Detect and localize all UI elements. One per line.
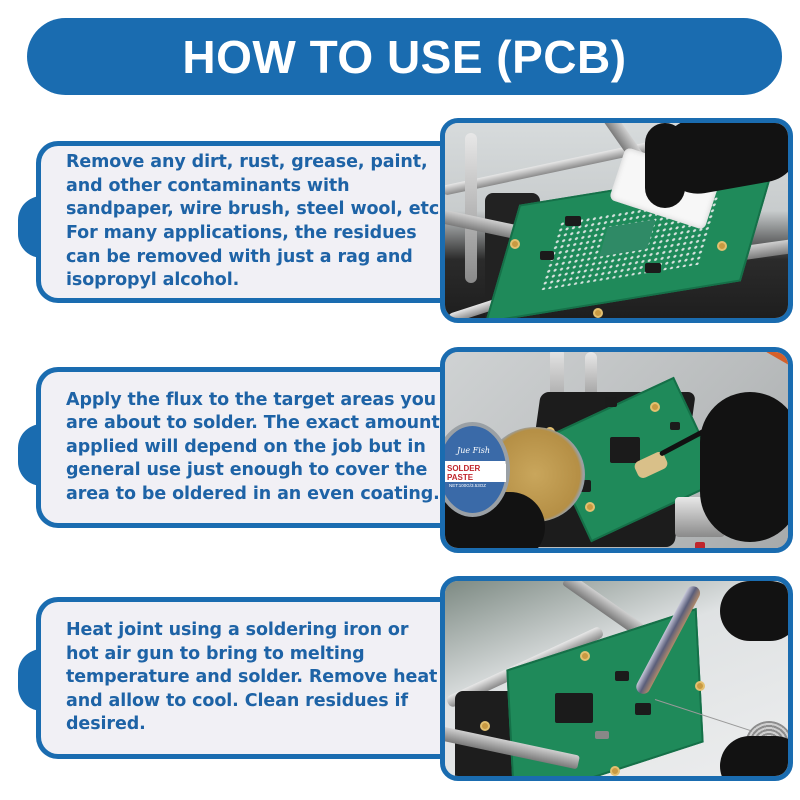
page-header: HOW TO USE (PCB) [27,18,782,95]
tin-brand: Jue Fish [457,446,491,455]
step-text-box: Remove any dirt, rust, grease, paint, an… [36,141,456,303]
pcb-cleaning-photo [440,118,793,323]
flux-application-photo: Jue Fish SOLDER PASTE NET:100G/3.53OZ [440,347,793,553]
step-instruction: Remove any dirt, rust, grease, paint, an… [66,152,446,291]
page-title: HOW TO USE (PCB) [182,30,627,83]
tin-product: SOLDER PASTE [445,464,506,482]
soldering-photo [440,576,793,781]
step-text-box: Heat joint using a soldering iron or hot… [36,597,456,759]
step-text-box: Apply the flux to the target areas you a… [36,367,456,528]
step-instruction: Apply the flux to the target areas you a… [66,389,440,504]
tin-net-weight: NET:100G/3.53OZ [449,483,487,488]
step-instruction: Heat joint using a soldering iron or hot… [66,620,438,735]
